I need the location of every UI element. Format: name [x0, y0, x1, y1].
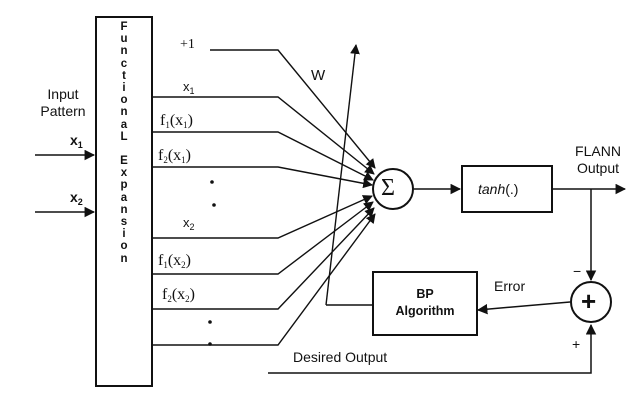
- desired-output-line: [268, 323, 597, 374]
- bias-label: +1: [180, 37, 195, 52]
- summation-node: [372, 168, 414, 210]
- tanh-block: [461, 165, 553, 213]
- expansion-letter: E: [120, 155, 128, 168]
- adder-plus-sign: +: [572, 336, 581, 352]
- expansion-letter: u: [120, 33, 128, 46]
- f1-x1-label: f1(x1): [160, 112, 193, 130]
- expansion-letter: t: [122, 69, 126, 82]
- weight-update-arrow: [325, 44, 360, 306]
- desired-output-label: Desired Output: [293, 349, 388, 365]
- expansion-letter: L: [120, 130, 128, 143]
- f2-x2-label: f2(x2): [162, 286, 195, 304]
- expansion-letter: n: [120, 252, 128, 265]
- expansion-letter: o: [120, 94, 128, 107]
- adder-plus-symbol: +: [581, 286, 597, 316]
- expansion-output-lines: [152, 49, 376, 346]
- expansion-letter: i: [122, 81, 126, 94]
- expansion-letter: F: [120, 21, 128, 33]
- error-label: Error: [494, 278, 526, 294]
- input-x2-label: x2: [70, 189, 83, 207]
- error-arrow: [476, 301, 571, 315]
- expansion-letter: n: [120, 203, 128, 216]
- expansion-letter: n: [120, 45, 128, 58]
- summation-symbol: Σ: [381, 175, 395, 201]
- input-x1-label: x1: [70, 132, 83, 150]
- expansion-letter: c: [120, 57, 128, 70]
- expansion-letter: a: [120, 118, 128, 131]
- input-pattern-title: Input Pattern: [40, 86, 86, 119]
- flann-output-label: FLANN Output: [575, 143, 621, 176]
- adder-minus-sign: −: [573, 263, 582, 279]
- functional-expansion-block: [95, 16, 153, 387]
- bp-algorithm-block: [372, 271, 478, 336]
- weights-label: W: [311, 67, 326, 84]
- expansion-letter: x: [120, 167, 128, 180]
- f1-x2-label: f1(x2): [158, 252, 191, 270]
- expansion-letter: p: [120, 179, 128, 192]
- bp-algorithm-label: BP Algorithm: [395, 287, 455, 318]
- expansion-letter: o: [120, 240, 128, 253]
- expansion-letter: s: [120, 216, 128, 228]
- expansion-letter: i: [122, 228, 126, 241]
- tanh-label: tanh(.): [478, 181, 519, 197]
- adder-node: [570, 281, 612, 323]
- expansion-letter: n: [120, 106, 128, 119]
- output-x1-label: x1: [183, 79, 195, 96]
- ellipsis-dots: [208, 180, 216, 346]
- output-x2-label: x2: [183, 215, 195, 232]
- expansion-letter: a: [120, 191, 128, 204]
- f2-x1-label: f2(x1): [158, 147, 191, 165]
